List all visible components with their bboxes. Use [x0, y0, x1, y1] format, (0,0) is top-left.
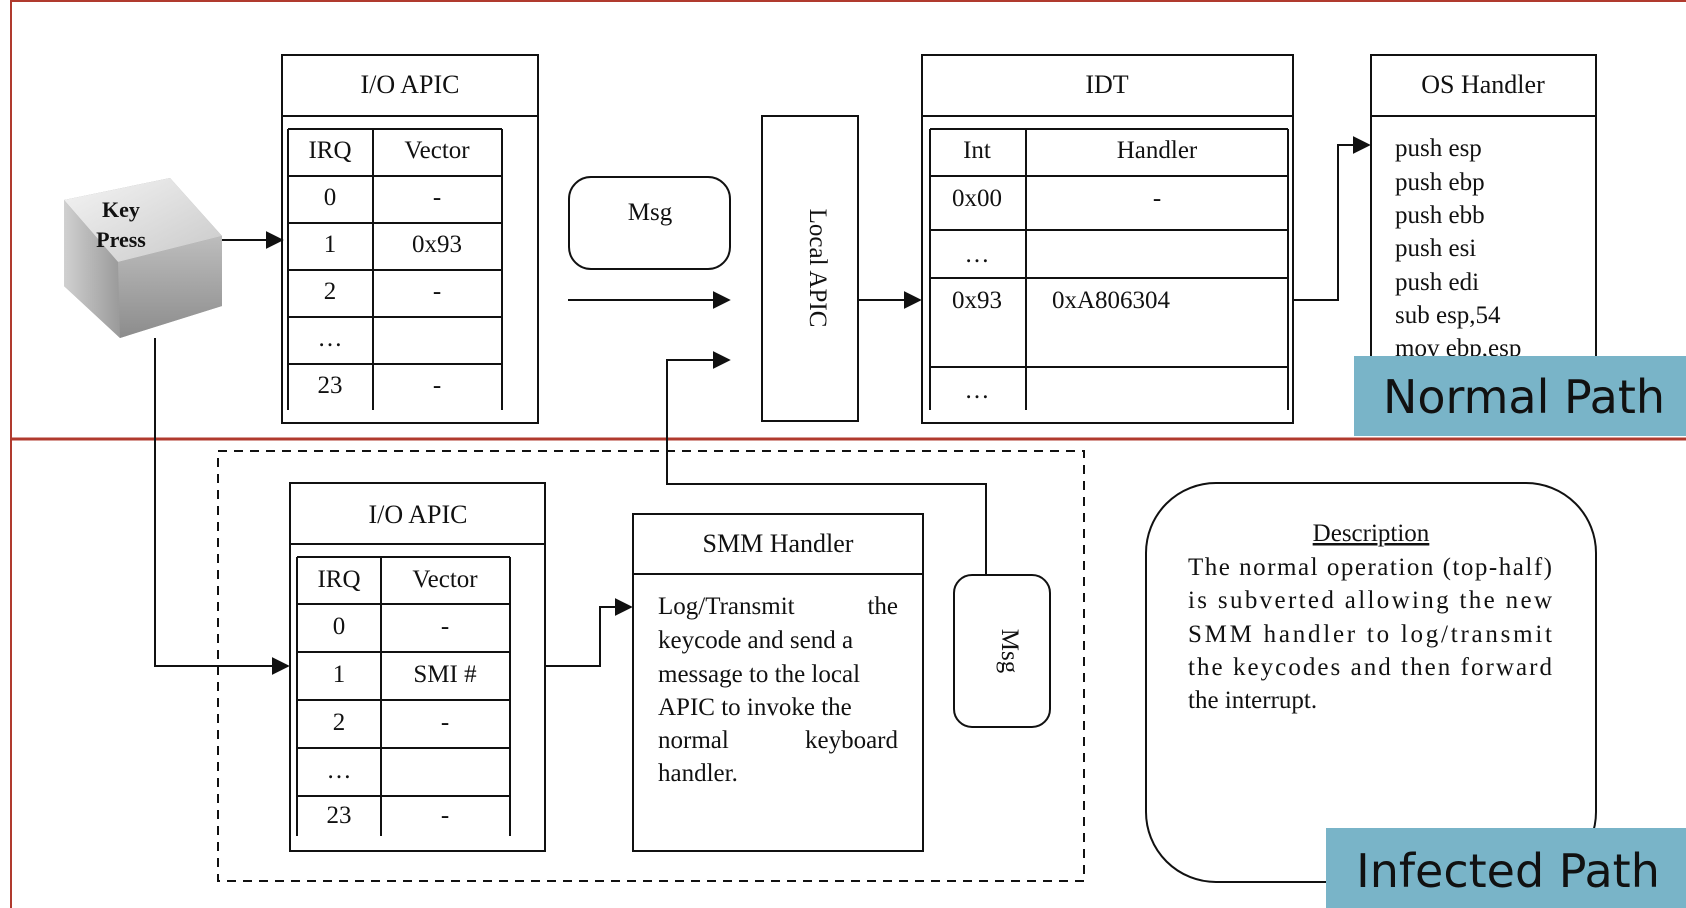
top-io-apic-vec-0: -: [433, 184, 441, 211]
bottom-msg-label: Msg: [996, 629, 1023, 674]
key-press-label-2: Press: [96, 227, 146, 252]
smm-handler-line-2: message to the local: [658, 661, 860, 688]
infected-path-label: Infected Path: [1356, 844, 1660, 898]
bottom-io-apic-irq-0: 0: [333, 613, 346, 640]
top-io-apic-table: [287, 128, 503, 410]
top-io-apic-irq-0: 0: [324, 184, 337, 211]
description-box: Description The normal operation (top-ha…: [1145, 482, 1597, 883]
top-io-apic-irq-4: 23: [318, 372, 343, 399]
top-io-apic-irq-1: 1: [324, 231, 337, 258]
smm-handler-line-0b: the: [867, 593, 898, 620]
idt-handler-0: -: [1153, 185, 1161, 212]
smm-handler-line-0a: Log/Transmit: [658, 593, 795, 620]
bottom-io-apic-vec-2: -: [441, 709, 449, 736]
top-io-apic-title: I/O APIC: [361, 70, 460, 99]
normal-path-label: Normal Path: [1383, 370, 1665, 424]
arrow-bottom-msg-to-local-apic: [666, 351, 987, 575]
bottom-io-apic-vec-4: -: [441, 802, 449, 829]
bottom-io-apic: I/O APIC IRQ Vector 0 - 1 SMI # 2 - … 23…: [289, 482, 546, 852]
top-io-apic-header-vector: Vector: [404, 137, 470, 164]
idt-int-2: 0x93: [952, 287, 1002, 314]
top-io-apic-vec-4: -: [433, 372, 441, 399]
os-handler-title: OS Handler: [1421, 70, 1545, 99]
bottom-io-apic-header-irq: IRQ: [317, 566, 360, 593]
top-io-apic-header-irq: IRQ: [308, 137, 351, 164]
idt-int-1: …: [965, 241, 990, 268]
infected-path-tag: Infected Path: [1326, 828, 1686, 908]
idt-handler-2: 0xA806304: [1052, 287, 1171, 314]
os-handler-line-2: push ebb: [1395, 202, 1485, 229]
idt-int-0: 0x00: [952, 185, 1002, 212]
local-apic-label: Local APIC: [804, 209, 831, 328]
bottom-io-apic-header-vector: Vector: [412, 566, 478, 593]
bottom-io-apic-title: I/O APIC: [369, 500, 468, 529]
bottom-io-apic-vec-0: -: [441, 613, 449, 640]
smm-handler-line-4a: normal: [658, 727, 729, 754]
description-line-1: is subverted allowing the new: [1188, 587, 1552, 614]
bottom-io-apic-irq-3: …: [327, 757, 352, 784]
top-io-apic-irq-3: …: [318, 325, 343, 352]
idt-table: IDT Int Handler 0x00 - … 0x93 0xA806304 …: [921, 54, 1294, 424]
os-handler-line-3: push esi: [1395, 235, 1476, 262]
arrow-idt-to-os-handler: [1293, 136, 1371, 301]
arrow-bottom-apic-to-smm: [545, 598, 633, 667]
description-title: Description: [1313, 520, 1430, 547]
bottom-msg-box: Msg: [953, 574, 1051, 728]
description-line-0: The normal operation (top-half): [1188, 554, 1552, 581]
bottom-io-apic-irq-2: 2: [333, 709, 346, 736]
top-io-apic: I/O APIC IRQ Vector 0 - 1 0x93 2 - … 23 …: [281, 54, 539, 424]
smm-handler-box: SMM Handler Log/Transmit the keycode and…: [632, 513, 924, 852]
smm-handler-line-3: APIC to invoke the: [658, 694, 852, 721]
idt-header-int: Int: [963, 137, 991, 164]
os-handler-line-5: sub esp,54: [1395, 302, 1501, 329]
idt-header-handler: Handler: [1117, 137, 1198, 164]
description-line-2: SMM handler to log/transmit: [1188, 621, 1552, 648]
local-apic-box: Local APIC: [761, 115, 859, 422]
description-line-3: the keycodes and then forward: [1188, 654, 1553, 681]
arrow-key-to-bottom-apic: [154, 338, 290, 675]
bottom-io-apic-vec-1: SMI #: [413, 661, 477, 688]
top-io-apic-vec-1: 0x93: [412, 231, 462, 258]
bottom-io-apic-irq-4: 23: [327, 802, 352, 829]
os-handler-line-1: push ebp: [1395, 169, 1485, 196]
top-msg-label: Msg: [628, 199, 673, 226]
key-press-label-1: Key: [102, 197, 140, 222]
bottom-io-apic-irq-1: 1: [333, 661, 346, 688]
smm-handler-line-5: handler.: [658, 760, 738, 787]
smm-handler-title: SMM Handler: [703, 529, 854, 558]
top-io-apic-vec-2: -: [433, 278, 441, 305]
idt-int-3: …: [965, 377, 990, 404]
top-msg-box: Msg: [568, 176, 731, 270]
description-line-4: the interrupt.: [1188, 687, 1317, 714]
smm-handler-line-4b: keyboard: [805, 727, 899, 754]
top-io-apic-irq-2: 2: [324, 278, 337, 305]
smm-handler-line-1: keycode and send a: [658, 627, 853, 654]
os-handler-line-0: push esp: [1395, 135, 1482, 162]
key-press-key-icon: Key Press: [64, 178, 222, 338]
normal-path-tag: Normal Path: [1354, 356, 1686, 436]
os-handler-line-4: push edi: [1395, 269, 1479, 296]
idt-title: IDT: [1085, 70, 1128, 99]
